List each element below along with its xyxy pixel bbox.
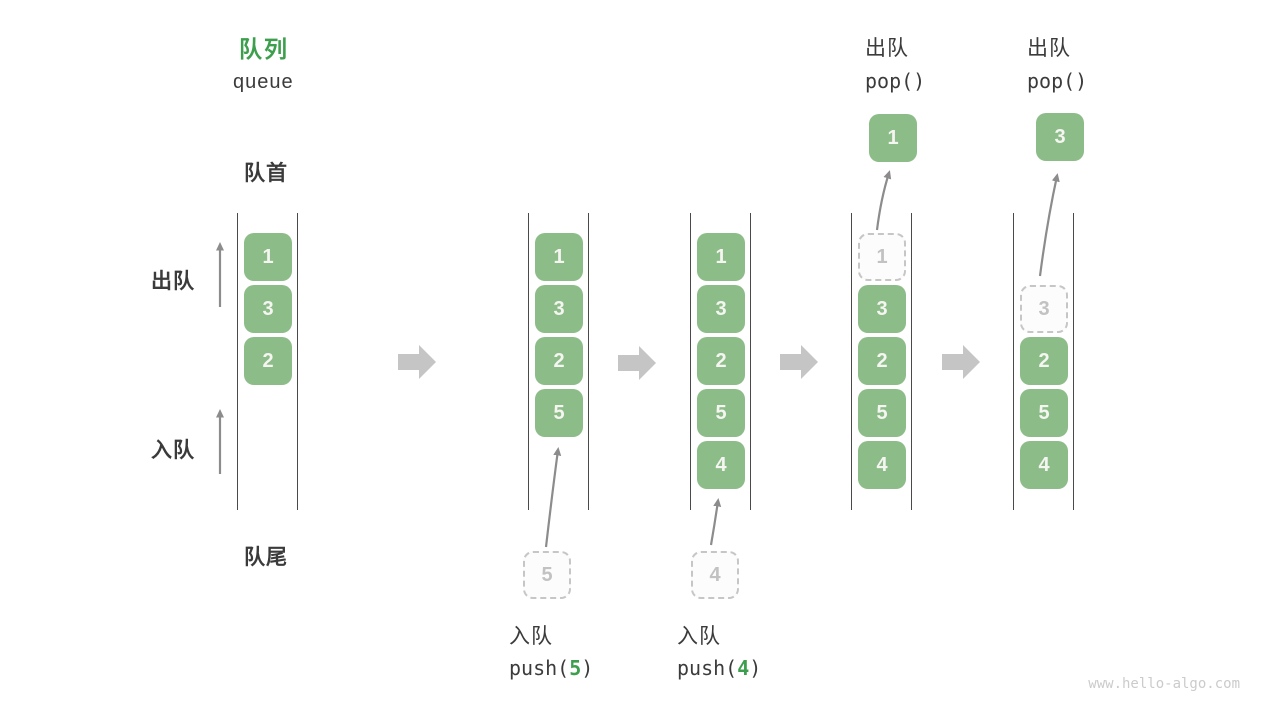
pop-1-label-zh: 出队	[865, 37, 909, 60]
push-5-code: push(5)	[509, 656, 593, 680]
queue-cell: 4	[697, 441, 745, 489]
queue-front-label: 队首	[244, 162, 288, 185]
push-4-code-arg: 4	[737, 656, 750, 680]
enqueue-side-label: 入队	[151, 439, 195, 462]
queue-cell: 5	[1020, 389, 1068, 437]
dequeue-side-label: 出队	[151, 270, 195, 293]
queue-cell: 2	[535, 337, 583, 385]
push-4-code-prefix: push(	[677, 656, 738, 680]
staged-value-box-5: 5	[523, 551, 571, 599]
queue-cell: 3	[244, 285, 292, 333]
queue-cell: 2	[244, 337, 292, 385]
queue-cell: 5	[535, 389, 583, 437]
state-transition-arrow-1	[398, 345, 436, 379]
queue-cell: 3	[535, 285, 583, 333]
queue-cell: 5	[858, 389, 906, 437]
push-5-code-arg: 5	[569, 656, 582, 680]
push-4-label-zh: 入队	[677, 625, 721, 648]
diagram-title-en: queue	[233, 71, 294, 93]
state-transition-arrow-2	[618, 346, 656, 380]
state-transition-arrow-4	[942, 345, 980, 379]
queue-cell: 2	[858, 337, 906, 385]
state-transition-arrow-3	[780, 345, 818, 379]
popped-value-box-1: 1	[869, 114, 917, 162]
queue-cell: 2	[1020, 337, 1068, 385]
queue-cell: 1	[535, 233, 583, 281]
queue-cell: 1	[697, 233, 745, 281]
queue-cell: 3	[858, 285, 906, 333]
watermark: www.hello-algo.com	[1088, 676, 1240, 692]
popped-value-box-3: 3	[1036, 113, 1084, 161]
queue-cell-ghost: 3	[1020, 285, 1068, 333]
diagram-title-zh: 队列	[239, 36, 289, 62]
pop-1-code: pop()	[865, 69, 926, 93]
push-5-code-suffix: )	[581, 656, 594, 680]
queue-cell: 3	[697, 285, 745, 333]
pop-3-code: pop()	[1027, 69, 1088, 93]
queue-cell: 4	[1020, 441, 1068, 489]
queue-cell-ghost: 1	[858, 233, 906, 281]
queue-cell: 2	[697, 337, 745, 385]
queue-cell: 4	[858, 441, 906, 489]
push-4-code: push(4)	[677, 656, 761, 680]
queue-rear-label: 队尾	[244, 546, 288, 569]
pop-3-label-zh: 出队	[1027, 37, 1071, 60]
queue-cell: 1	[244, 233, 292, 281]
push-5-code-prefix: push(	[509, 656, 570, 680]
queue-cell: 5	[697, 389, 745, 437]
staged-value-box-4: 4	[691, 551, 739, 599]
push-4-code-suffix: )	[749, 656, 762, 680]
push-5-label-zh: 入队	[509, 625, 553, 648]
